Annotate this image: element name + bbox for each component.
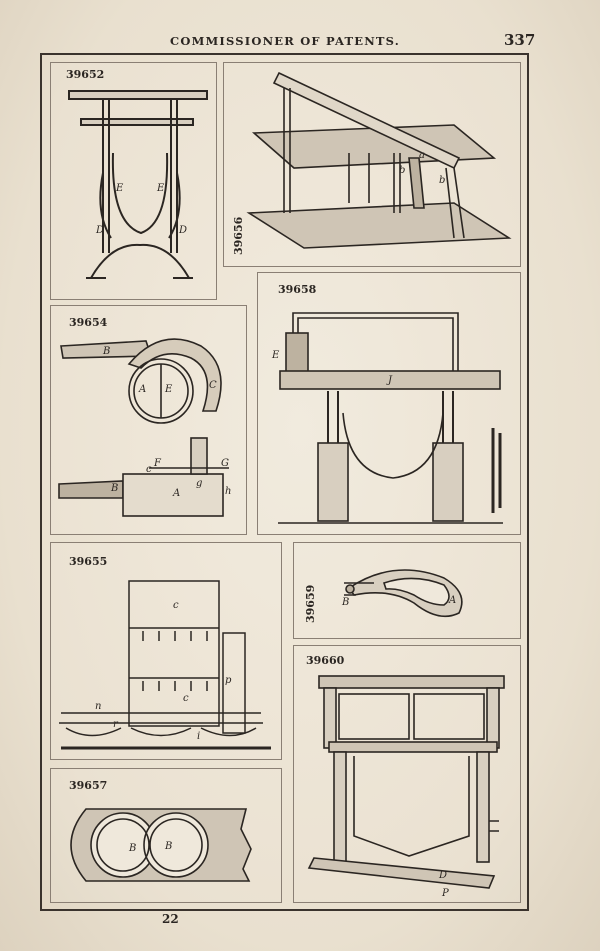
drawing-39655: c c n r i p xyxy=(59,580,271,750)
figure-number: 39655 xyxy=(69,555,108,568)
drawing-39660: D P xyxy=(307,675,505,899)
figure-number: 39657 xyxy=(69,779,108,792)
label-D: D xyxy=(178,225,187,236)
drawing-39656: b a b xyxy=(246,71,512,249)
label-P: P xyxy=(441,888,449,899)
label-F: F xyxy=(153,458,162,469)
label-g: g xyxy=(196,478,202,489)
figure-frame xyxy=(40,53,529,911)
drawing-39657: B B xyxy=(70,808,252,882)
label-a: a xyxy=(419,150,425,161)
label-E: E xyxy=(271,350,280,361)
figure-39656: 39656 b a b xyxy=(223,62,521,267)
figure-number: 39652 xyxy=(66,68,105,81)
label-B: B xyxy=(164,841,172,852)
label-c: c xyxy=(146,464,152,475)
page-header-title: COMMISSIONER OF PATENTS. xyxy=(170,34,400,48)
label-B: B xyxy=(341,597,349,608)
label-B: B xyxy=(128,843,136,854)
label-b: b xyxy=(399,165,405,176)
figure-39652: 39652 E E D D xyxy=(50,62,217,300)
label-b: b xyxy=(439,175,445,186)
drawing-39658: E J xyxy=(271,312,503,524)
label-D: D xyxy=(95,225,104,236)
label-c: c xyxy=(173,600,179,611)
figure-39657: 39657 B B xyxy=(50,768,282,903)
label-G: G xyxy=(221,458,229,469)
label-E: E xyxy=(164,384,173,395)
figure-39660: 39660 D P xyxy=(293,645,521,903)
label-i: i xyxy=(197,731,200,742)
label-r: r xyxy=(113,719,119,730)
drawing-39654: B A E C F G c g B A h xyxy=(58,338,231,517)
label-J: J xyxy=(386,375,393,386)
label-C: C xyxy=(209,380,217,391)
label-A: A xyxy=(448,595,456,606)
label-B: B xyxy=(110,483,118,494)
label-D: D xyxy=(438,870,447,881)
drawing-39652: E E D D xyxy=(68,90,208,279)
label-A: A xyxy=(172,488,180,499)
figure-39655: 39655 c c n r i p xyxy=(50,542,282,760)
page-number: 337 xyxy=(504,31,536,49)
label-E: E xyxy=(115,183,124,194)
page-footer: 22 xyxy=(162,912,179,926)
label-c: c xyxy=(183,693,189,704)
figure-number: 39660 xyxy=(306,654,345,667)
label-h: h xyxy=(225,486,231,497)
label-B: B xyxy=(102,346,110,357)
label-E: E xyxy=(156,183,165,194)
figure-39658: 39658 E J xyxy=(257,272,521,535)
label-p: p xyxy=(225,675,232,686)
figure-39659: 39659 B A xyxy=(293,542,521,639)
label-n: n xyxy=(95,701,101,712)
drawing-39659: B A xyxy=(341,569,463,618)
figure-number: 39654 xyxy=(69,316,108,329)
figure-number: 39658 xyxy=(278,283,317,296)
figure-39654: 39654 B A E C F G c g B A h xyxy=(50,305,247,535)
label-A: A xyxy=(138,384,146,395)
